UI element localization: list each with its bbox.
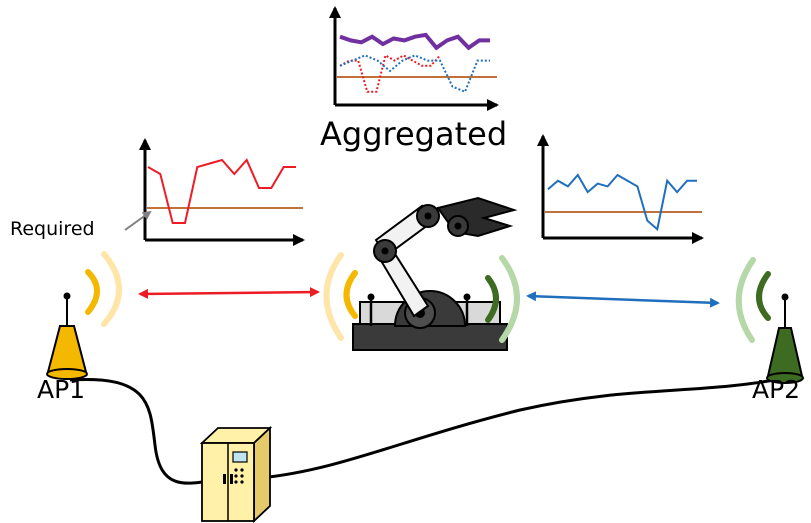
robot-ap2-link-arrow	[526, 291, 720, 308]
robot-signal-right-inner	[485, 275, 499, 323]
ap2-label: AP2	[752, 375, 800, 404]
robot-signal-left-inner	[343, 270, 358, 319]
ap2-access-point	[766, 293, 804, 384]
robot-arm	[352, 196, 518, 351]
aggregated-label: Aggregated	[320, 115, 507, 153]
ap2-signal-inner	[756, 271, 771, 321]
ap1-label: AP1	[37, 375, 85, 404]
robot-signal-right-outer	[499, 255, 520, 343]
aggregated-chart	[329, 6, 499, 111]
robot-signal-left-outer	[323, 252, 344, 341]
aggregated-combined-line	[339, 32, 490, 51]
ap1-series-line	[147, 158, 296, 224]
ap2-chart	[537, 134, 704, 244]
ap1-access-point	[46, 292, 88, 380]
required-label: Required	[10, 218, 95, 240]
network-cable	[69, 376, 786, 485]
ap2-series-line	[547, 173, 697, 232]
ap1-robot-link-arrow	[138, 287, 320, 299]
ap1-chart	[139, 138, 305, 246]
aggregated-ap1-dotted-line	[339, 53, 441, 93]
required-pointer-arrow	[124, 210, 152, 231]
controller-cabinet	[199, 425, 273, 523]
ap1-signal-outer	[101, 251, 122, 327]
ap1-signal-inner	[85, 269, 100, 315]
ap2-signal-outer	[735, 257, 756, 343]
